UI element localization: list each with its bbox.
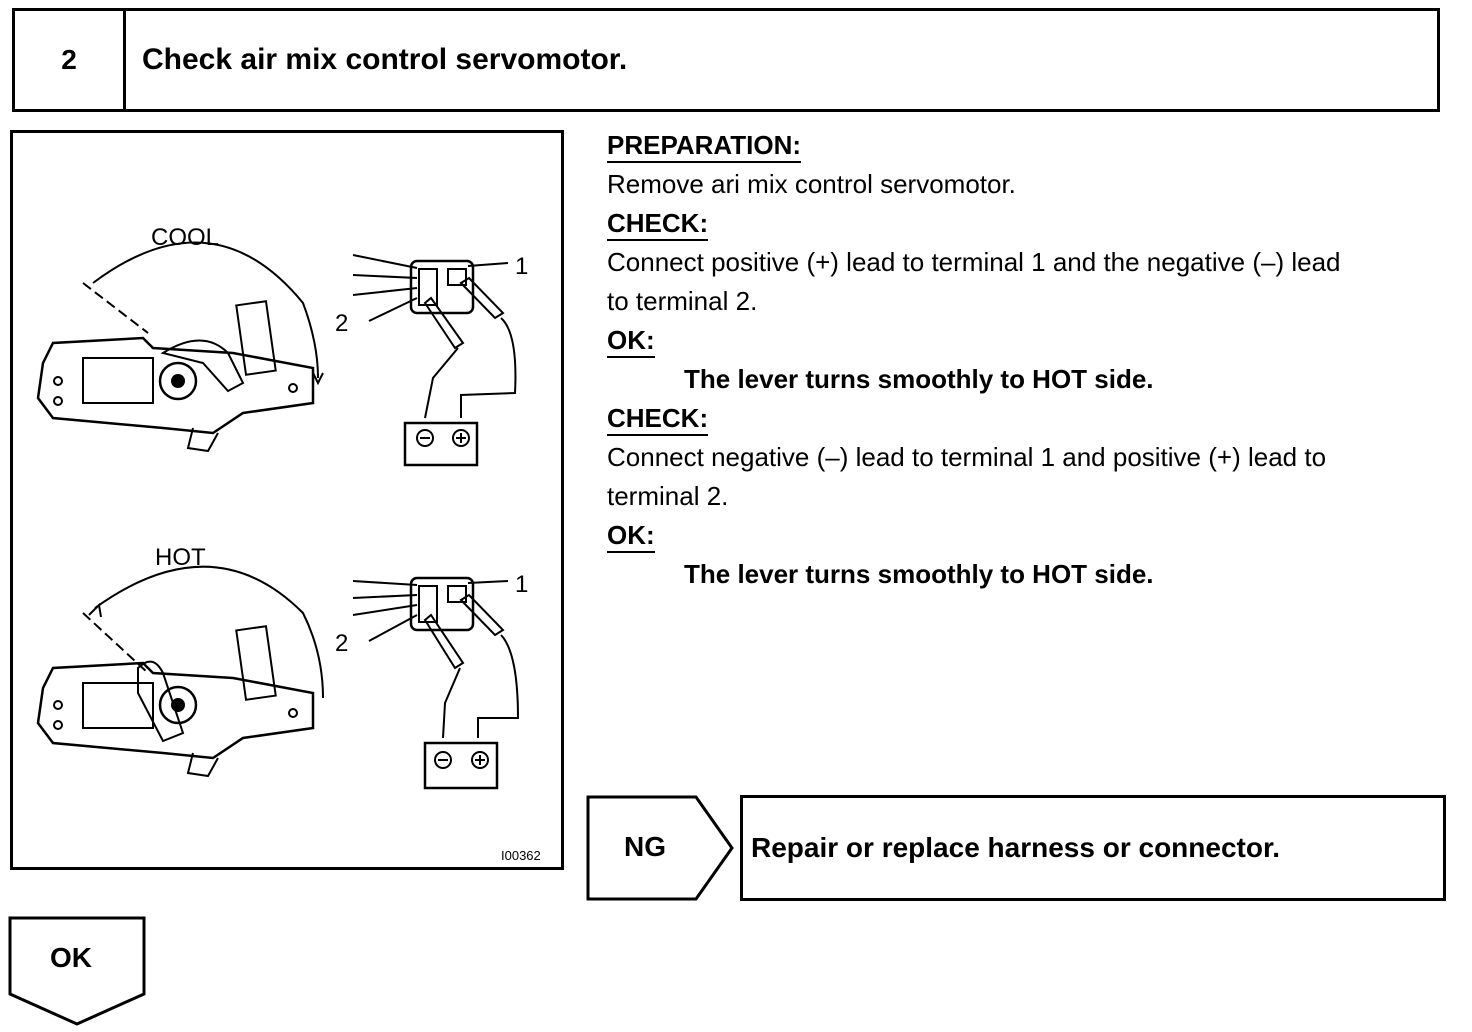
hot-connector-pins xyxy=(418,585,438,623)
cool-battery-negative xyxy=(416,429,434,447)
hot-arc xyxy=(94,565,324,699)
cool-probe-negative xyxy=(423,296,465,350)
ok1-result: The lever turns smoothly to HOT side. xyxy=(684,364,1154,394)
hot-motor-case xyxy=(82,682,154,729)
cool-battery xyxy=(403,421,479,467)
hot-terminal-1-leader xyxy=(467,580,509,584)
hot-battery-negative xyxy=(434,751,452,769)
hot-terminal-1-pin xyxy=(447,585,467,603)
check2-line1: Connect negative (–) lead to terminal 1 … xyxy=(607,442,1327,472)
ok-label: OK xyxy=(50,942,92,973)
hot-mount-tab xyxy=(186,752,219,778)
cool-bolt-hole xyxy=(53,396,63,406)
cool-mount-tab xyxy=(186,427,219,453)
cool-terminal-2-label: 2 xyxy=(335,310,348,337)
hot-wire xyxy=(352,604,418,616)
cool-arrow xyxy=(312,372,324,386)
cool-gear-center xyxy=(171,374,185,388)
ng-arrow-shape xyxy=(586,795,734,901)
cool-wire xyxy=(352,274,418,279)
step-number: 2 xyxy=(15,11,126,109)
cool-wire xyxy=(368,297,418,322)
check1-line1: Connect positive (+) lead to terminal 1 … xyxy=(607,247,1341,277)
cool-probe-positive xyxy=(459,276,505,320)
hot-wire xyxy=(352,594,418,599)
hot-bolt-hole xyxy=(288,708,298,718)
cool-bolt-hole xyxy=(53,376,63,386)
hot-terminal-1-label: 1 xyxy=(515,571,528,598)
cool-dash-line xyxy=(82,282,149,334)
cool-terminal-1-leader xyxy=(467,262,509,267)
hot-terminal-2-label: 2 xyxy=(335,630,348,657)
ok2-result: The lever turns smoothly to HOT side. xyxy=(684,559,1154,589)
cool-motor-case xyxy=(82,357,154,404)
cool-arc xyxy=(92,241,319,379)
hot-connector-housing xyxy=(235,625,277,701)
ng-branch[interactable]: NG xyxy=(586,795,736,901)
hot-gear xyxy=(158,685,198,725)
check2-heading: CHECK: xyxy=(607,402,709,436)
hot-wire xyxy=(368,614,418,642)
check1-heading: CHECK: xyxy=(607,207,709,241)
cool-wire xyxy=(352,254,418,269)
hot-battery xyxy=(423,741,499,790)
hot-wire xyxy=(352,580,418,586)
preparation-text: Remove ari mix control servomotor. xyxy=(607,169,1016,199)
cool-motor-body xyxy=(36,336,315,435)
cool-lever xyxy=(160,339,245,393)
hot-lead-negative xyxy=(442,667,461,739)
check1-line2: to terminal 2. xyxy=(607,286,758,316)
hot-probe-negative xyxy=(423,613,465,670)
cool-connector-pins xyxy=(418,268,438,306)
hot-lead-positive xyxy=(477,634,520,738)
ok-branch[interactable]: OK xyxy=(8,916,148,1028)
cool-lead-positive xyxy=(460,317,517,418)
hot-battery-positive xyxy=(471,751,489,769)
cool-lead-negative xyxy=(424,347,459,419)
ok-arrow-shape xyxy=(8,916,146,1026)
step-title: Check air mix control servomotor. xyxy=(142,43,628,76)
servomotor-figure: COOL 1 2 HOT xyxy=(10,130,564,870)
cool-terminal-1-pin xyxy=(447,268,467,286)
cool-bolt-hole xyxy=(288,383,298,393)
hot-bolt-hole xyxy=(53,700,63,710)
servomotor-diagram: COOL 1 2 HOT xyxy=(36,224,541,863)
preparation-heading: PREPARATION: xyxy=(607,129,802,163)
figure-code: I00362 xyxy=(501,848,541,863)
cool-gear xyxy=(158,361,198,401)
step-header: 2 Check air mix control servomotor. xyxy=(12,8,1440,112)
hot-bolt-hole xyxy=(53,720,63,730)
cool-battery-positive xyxy=(452,429,470,447)
instructions: PREPARATION: Remove ari mix control serv… xyxy=(607,126,1457,594)
ok2-heading: OK: xyxy=(607,519,655,553)
cool-wire xyxy=(352,287,418,296)
cool-terminal-1-label: 1 xyxy=(515,253,528,280)
hot-lever xyxy=(137,660,185,743)
hot-arrow xyxy=(88,602,102,618)
check2-line2: terminal 2. xyxy=(607,481,729,511)
hot-probe-positive xyxy=(459,593,505,637)
ng-label: NG xyxy=(624,831,666,862)
cool-connector-housing xyxy=(235,300,277,376)
ng-result: Repair or replace harness or connector. xyxy=(740,795,1446,901)
ok1-heading: OK: xyxy=(607,324,655,358)
